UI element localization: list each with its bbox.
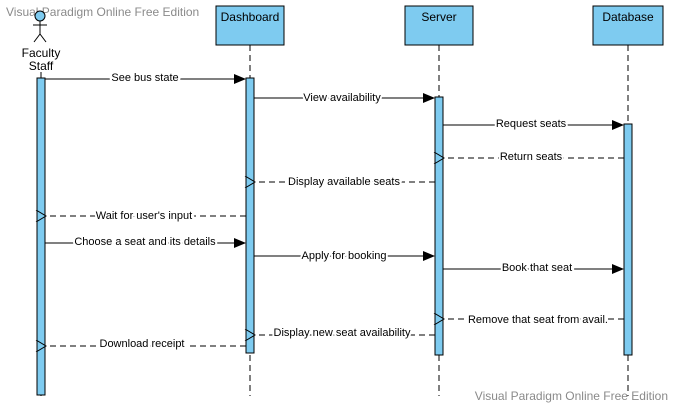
lifeline-dashboard-label: Dashboard [221,10,280,24]
message-choose-a-seat: Choose a seat and its details [45,234,246,250]
activation-dashboard [245,77,255,354]
message-label: Book that seat [502,262,572,274]
watermark-bottom: Visual Paradigm Online Free Edition [474,389,668,403]
message-apply-for-booking: Apply for booking [254,248,435,264]
lifeline-server-box [404,5,474,46]
lifeline-database-box [592,5,664,46]
message-return-seats: Return seats [444,149,624,165]
actor-leg-left [33,33,41,43]
message-label: Wait for user's input [96,210,192,222]
actor-name-line2: Staff [29,59,54,73]
message-wait-for-users-input: Wait for user's input [46,208,246,224]
lifeline-database-label: Database [602,10,654,24]
message-label: See bus state [111,72,178,84]
activation-actor [36,77,46,396]
message-label: Display new seat availability [274,327,411,339]
lifeline-dashboard-box [215,5,285,46]
message-label: Request seats [496,118,567,130]
message-remove-that-seat: Remove that seat from avail. [444,312,624,328]
actor-leg-right [39,33,47,43]
activation-database [623,123,633,356]
message-view-availability: View availability [254,90,435,106]
message-label: Choose a seat and its details [74,236,216,248]
message-display-new-seat-availability: Display new seat availability [255,325,435,341]
message-download-receipt: Download receipt [46,336,246,352]
message-label: Remove that seat from avail. [468,314,608,326]
actor-head [34,10,46,22]
message-label: Display available seats [288,176,400,188]
lifeline-dashboard: Dashboard [215,5,285,46]
message-label: View availability [303,92,381,104]
message-request-seats: Request seats [443,116,624,132]
message-label: Download receipt [100,338,185,350]
watermark-top: Visual Paradigm Online Free Edition [6,5,200,19]
lifeline-database: Database [592,5,664,46]
activation-server [434,96,444,356]
actor-faculty-staff: Faculty Staff [22,10,61,73]
message-display-available-seats: Display available seats [255,174,435,190]
message-see-bus-state: See bus state [45,70,246,86]
message-book-that-seat: Book that seat [443,260,624,276]
actor-name-line1: Faculty [22,46,61,60]
lifeline-server-label: Server [421,10,456,24]
message-label: Apply for booking [302,250,387,262]
lifeline-server: Server [404,5,474,46]
message-label: Return seats [500,151,563,163]
